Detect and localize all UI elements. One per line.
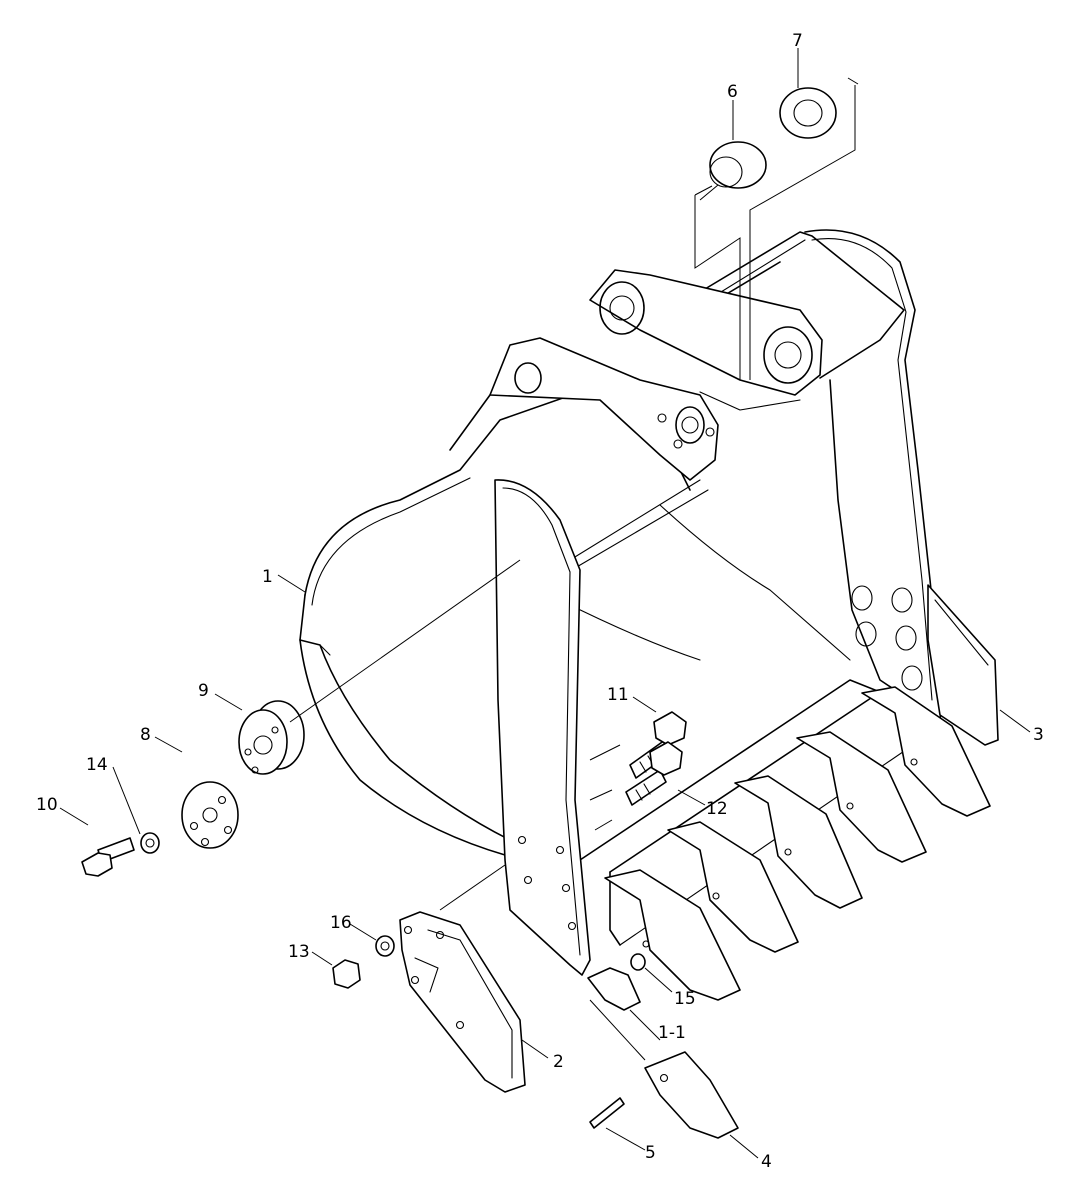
callout-3: 3 (1033, 725, 1044, 745)
side-cutter-part-2 (399, 911, 526, 1093)
side-cutter-part-3 (927, 584, 999, 746)
callout-1-1: 1-1 (658, 1023, 686, 1043)
callout-8: 8 (140, 725, 151, 745)
spacer-part-9 (238, 700, 305, 775)
callout-6: 6 (727, 82, 738, 102)
callout-1: 1 (262, 567, 273, 587)
bushing-part-7 (779, 87, 837, 139)
callout-7: 7 (792, 31, 803, 51)
nut-part-13 (332, 959, 361, 989)
side-plate-holes (517, 835, 577, 931)
callout-leaders (59, 48, 1031, 1159)
mounting-brackets (449, 269, 823, 481)
callout-4: 4 (761, 1152, 772, 1172)
bushing-part-6 (709, 141, 767, 189)
right-plate-bolt-bosses (851, 585, 923, 691)
callout-12: 12 (706, 799, 728, 819)
tooth-part-4 (644, 1051, 739, 1139)
callout-15: 15 (674, 989, 696, 1009)
callout-10: 10 (36, 795, 58, 815)
washer-part-15 (630, 953, 646, 971)
callout-labels: 1 1-1 2 3 4 5 6 7 8 9 10 11 12 13 14 15 … (36, 31, 1044, 1172)
shim-plate-part-8 (181, 781, 239, 849)
callout-2: 2 (553, 1052, 564, 1072)
callout-13: 13 (288, 942, 310, 962)
bolt-part-12 (625, 741, 683, 806)
washer-part-14 (140, 832, 160, 854)
washer-part-16 (375, 935, 395, 957)
teeth-row (587, 686, 991, 1011)
callout-14: 14 (86, 755, 108, 775)
callout-11: 11 (607, 685, 629, 705)
callout-5: 5 (645, 1143, 656, 1163)
callout-16: 16 (330, 913, 352, 933)
callout-9: 9 (198, 681, 209, 701)
bolt-part-10 (81, 837, 135, 877)
pin-part-5 (589, 1097, 625, 1129)
